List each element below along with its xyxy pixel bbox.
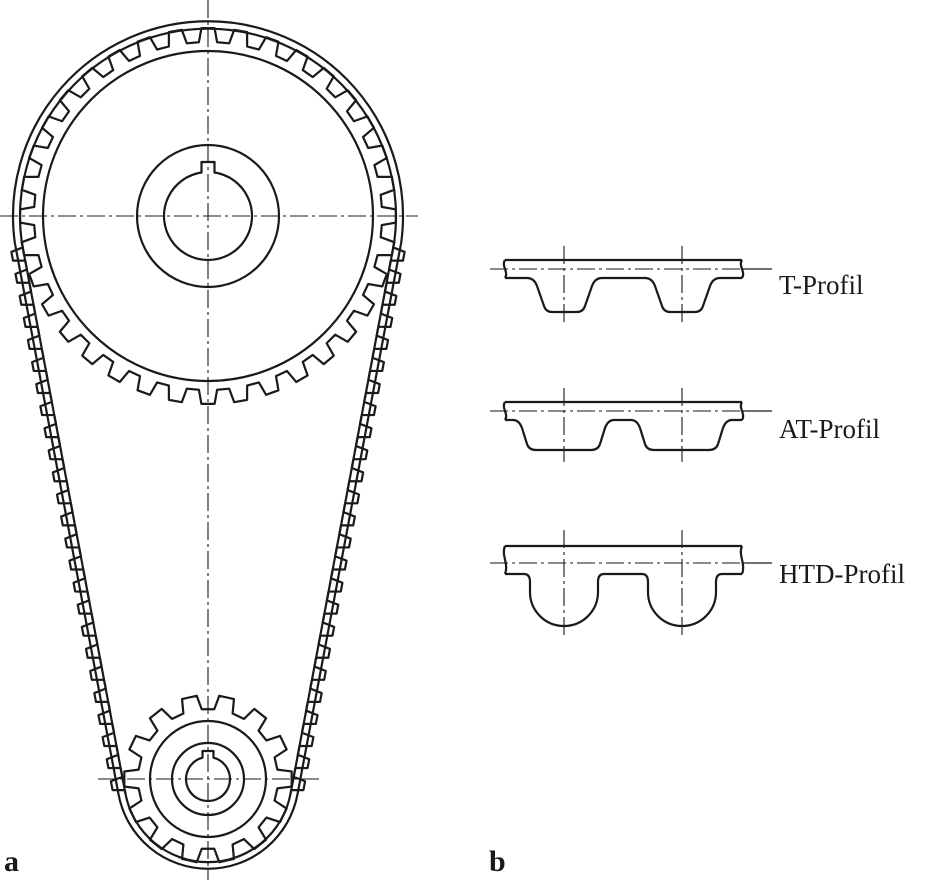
belt-drive-drawing: a <box>0 0 418 880</box>
belt-profiles-drawing: T-Profil AT-Profil HTD-Profil b <box>489 246 905 878</box>
at-profile-label: AT-Profil <box>779 414 880 444</box>
centerlines <box>0 0 418 880</box>
htd-profile-label: HTD-Profil <box>779 559 905 589</box>
belt-teeth-right-span <box>289 241 406 794</box>
panel-a-label: a <box>4 845 19 878</box>
belt-teeth-left-span <box>10 241 127 794</box>
large-pulley-teeth <box>19 27 397 405</box>
large-pulley-hub <box>135 143 281 289</box>
at-profile-teeth-outline <box>505 418 742 452</box>
t-profile-label: T-Profil <box>779 270 864 300</box>
small-pulley-hub <box>170 741 246 817</box>
t-profile-teeth-outline <box>505 276 742 314</box>
htd-profile-teeth-outline <box>505 572 742 628</box>
small-pulley-bore-keyway <box>184 749 232 803</box>
large-pulley-bore-keyway <box>162 160 254 262</box>
large-pulley-rim <box>41 49 375 383</box>
profile-htd: HTD-Profil <box>490 530 905 636</box>
small-pulley-hub-outer <box>148 719 268 839</box>
belt-outer-edge <box>11 20 405 870</box>
small-pulley-teeth <box>123 694 293 864</box>
profile-t: T-Profil <box>490 246 864 322</box>
panel-b-label: b <box>489 845 506 878</box>
profile-at: AT-Profil <box>490 388 880 462</box>
